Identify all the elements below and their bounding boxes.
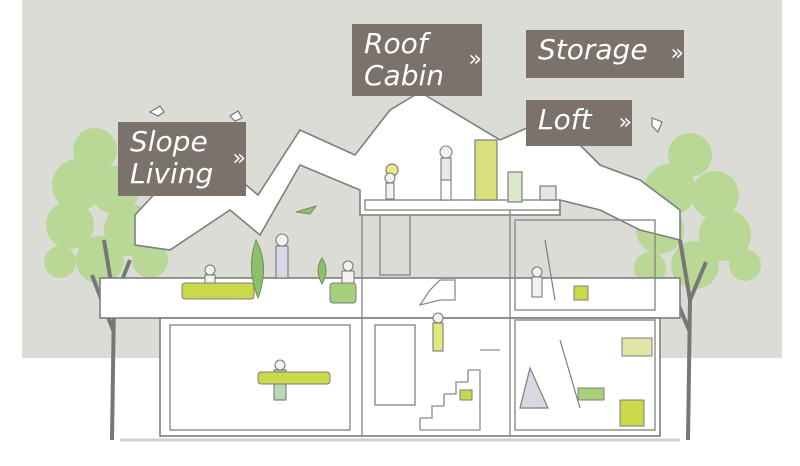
slope-living-label: Slope Living <box>130 125 214 190</box>
bird-icon <box>229 110 243 122</box>
chevron-right-icon: » <box>670 41 685 66</box>
slope-living-tag[interactable]: Slope Living » <box>118 122 246 196</box>
bird-icon <box>148 105 165 117</box>
roof-cabin-tag[interactable]: Roof Cabin » <box>352 24 482 96</box>
chevron-right-icon: » <box>232 146 247 171</box>
storage-tag[interactable]: Storage » <box>526 30 684 78</box>
loft-label: Loft <box>538 103 592 136</box>
storage-label: Storage <box>538 33 648 66</box>
chevron-right-icon: » <box>618 110 633 135</box>
roof-cabin-label: Roof Cabin <box>364 27 445 92</box>
bird-icon <box>651 117 663 134</box>
chevron-right-icon: » <box>468 47 483 72</box>
loft-tag[interactable]: Loft » <box>526 100 632 146</box>
